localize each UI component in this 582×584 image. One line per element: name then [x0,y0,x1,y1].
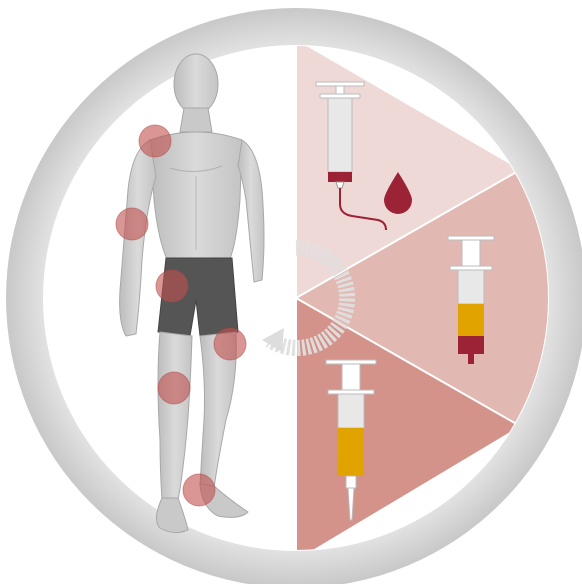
hip-marker [156,270,188,302]
lower-leg-marker [158,372,190,404]
elbow-marker [116,208,148,240]
ankle-marker [183,474,215,506]
shoulder-marker [139,125,171,157]
knee-marker [214,328,246,360]
